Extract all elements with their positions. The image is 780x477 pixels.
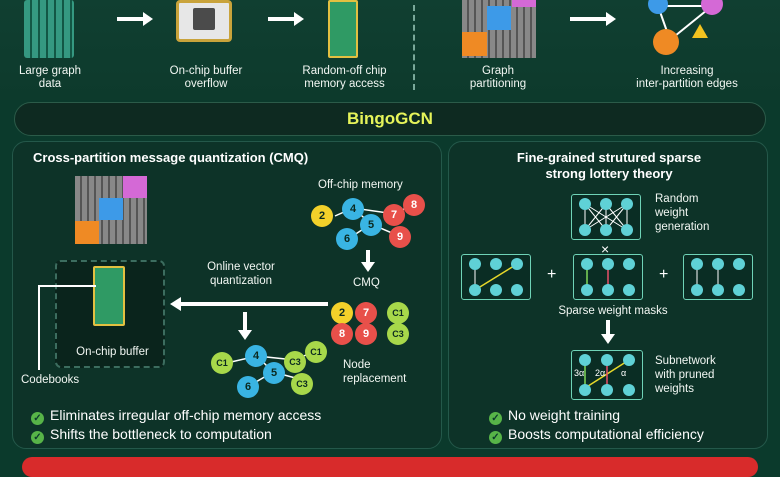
codeword-c3: C3 [387,323,409,345]
arrow-right-icon [570,12,616,26]
graph-partitioning-caption: Graph partitioning [469,65,527,90]
slt-bullet-2: ✓Boosts computational efficiency [489,426,704,444]
graph-grid-icon [24,0,74,58]
offchip-memory-label: Off-chip memory [318,179,403,191]
bingogcn-banner: BingoGCN [14,102,766,136]
partition-blue-icon [99,198,123,220]
cmq-panel: Cross-partition message quantization (CM… [12,141,442,449]
slt-panel: Fine-grained strutured sparse strong lot… [448,141,768,449]
node-6: 6 [237,376,259,398]
inter-partition-caption: Increasing inter-partition edges [636,65,738,90]
partition-blue-icon [487,6,511,30]
node-5: 5 [263,362,285,384]
arrow-right-icon [117,12,153,26]
codeword-c3: C3 [291,373,313,395]
bottom-red-bar [22,457,758,477]
dense-weights-icon [579,198,633,236]
node-7: 7 [355,302,377,324]
inter-partition-graph-icon [640,0,730,60]
codeword-c3: C3 [284,351,306,373]
arrow-right-icon [268,12,304,26]
partition-orange-icon [75,221,99,244]
check-icon: ✓ [489,431,502,444]
subnetwork-icon [579,354,635,396]
node-replacement-label: Node replacement [343,359,407,385]
plus-icon: + [659,266,669,283]
weight-2a-label: 2α [595,368,606,378]
cmq-title: Cross-partition message quantization (CM… [33,150,309,165]
node-4: 4 [342,198,364,220]
node-2: 2 [311,205,333,227]
check-icon: ✓ [31,412,44,425]
times-icon: × [601,241,610,257]
partition-pink-icon [123,176,147,198]
onchip-buffer-label: On-chip buffer [76,346,149,358]
partition-orange-icon [462,32,487,56]
node-8: 8 [331,323,353,345]
buffer-overflow-caption: On-chip buffer overflow [169,65,243,90]
arrow-left-head-icon [170,297,181,311]
node-6: 6 [336,228,358,250]
node-5: 5 [360,214,382,236]
arrow-down-icon [366,250,370,264]
node-8: 8 [403,194,425,216]
arrow-down-icon [243,312,247,332]
mask-3-icon [691,258,745,296]
arrow-down-head-icon [601,334,615,344]
arrow-down-icon [606,320,610,336]
arrow-down-head-icon [361,262,375,272]
cmq-bullet-1: ✓Eliminates irregular off-chip memory ac… [31,407,321,425]
memory-module-icon [328,0,358,58]
plus-icon: + [547,266,557,283]
node-9: 9 [389,226,411,248]
codeword-c1: C1 [387,302,409,324]
weight-a-label: α [621,368,627,378]
check-icon: ✓ [489,412,502,425]
node-9: 9 [355,323,377,345]
slt-title: Fine-grained strutured sparse strong lot… [516,150,702,181]
codebook-module-icon [93,266,125,326]
check-icon: ✓ [31,431,44,444]
chip-icon [176,0,232,42]
node-7: 7 [383,204,405,226]
arrow-down-head-icon [238,330,252,340]
partition-pink-icon [512,0,536,7]
sparse-masks-label: Sparse weight masks [558,305,668,317]
cmq-bullet-2: ✓Shifts the bottleneck to computation [31,426,272,444]
node-4: 4 [245,345,267,367]
codebooks-pointer [38,285,96,370]
node-2: 2 [331,302,353,324]
mask-1-icon [469,258,523,296]
random-weight-label: Random weight generation [655,193,710,233]
mask-2-icon [581,258,635,296]
codeword-c1: C1 [211,352,233,374]
chip-core-icon [193,8,215,30]
problem-strip: Large graph data On-chip buffer overflow… [0,0,780,100]
codeword-c1: C1 [305,341,327,363]
offchip-access-caption: Random-off chip memory access [302,65,387,90]
cmq-label: CMQ [353,277,380,289]
weight-3a-label: 3α [574,368,585,378]
divider [413,5,415,90]
arrow-left-icon [178,302,328,306]
slt-bullet-1: ✓No weight training [489,407,620,425]
codebooks-label: Codebooks [21,374,80,386]
online-vq-label: Online vector quantization [207,261,275,287]
subnetwork-label: Subnetwork with pruned weights [655,355,716,395]
large-graph-caption: Large graph data [18,65,82,90]
